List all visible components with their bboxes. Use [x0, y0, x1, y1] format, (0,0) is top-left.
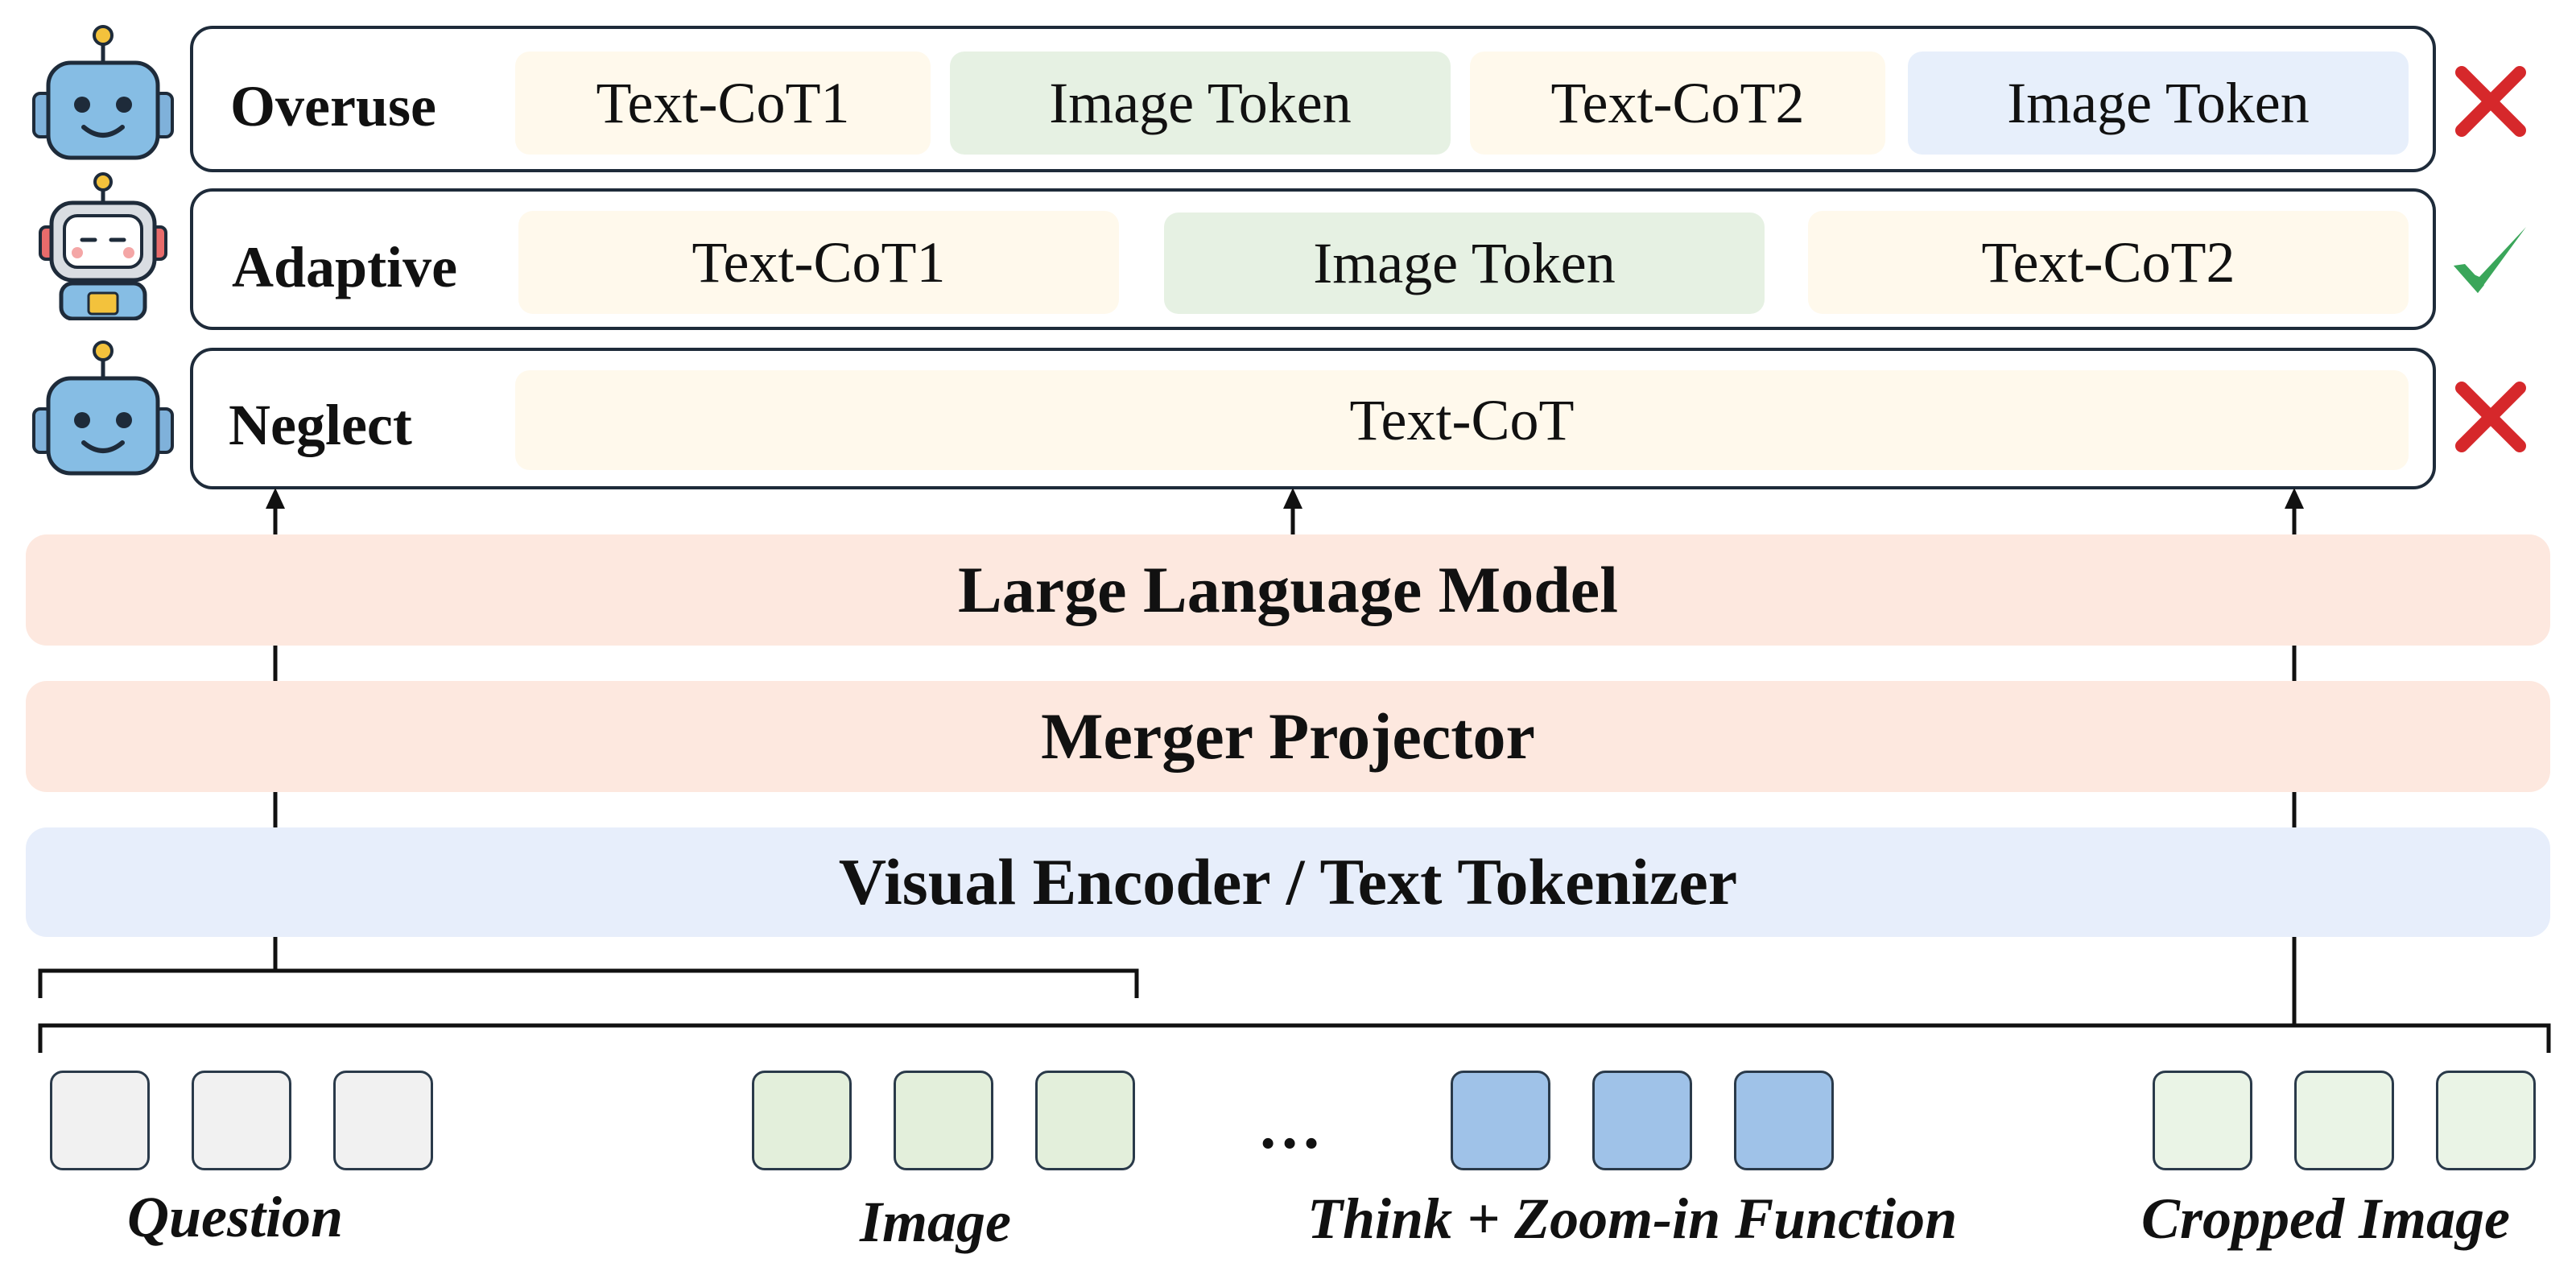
x-mark-icon	[2452, 63, 2529, 140]
x-mark-icon	[2452, 378, 2529, 456]
text-cot-segment: Text-CoT	[515, 370, 2409, 470]
think-zoom-token	[1451, 1071, 1550, 1170]
think-zoom-token	[1592, 1071, 1692, 1170]
ellipsis: …	[1257, 1091, 1328, 1162]
visual-encoder-band: Visual Encoder / Text Tokenizer	[26, 827, 2550, 937]
cropped-image-token	[2436, 1071, 2536, 1170]
row-label-adaptive: Adaptive	[232, 235, 458, 299]
image-label: Image	[860, 1190, 1011, 1254]
image-token-segment: Image Token	[1164, 212, 1765, 314]
cropped-image-token	[2153, 1071, 2252, 1170]
row-label-neglect: Neglect	[229, 393, 412, 457]
image-token	[1035, 1071, 1135, 1170]
question-token	[192, 1071, 291, 1170]
question-label: Question	[127, 1185, 344, 1249]
think-zoom-label: Think + Zoom-in Function	[1307, 1186, 1958, 1251]
robot-icon	[32, 25, 174, 160]
robot-icon	[32, 340, 174, 476]
robot-adaptive-icon	[39, 172, 167, 320]
image-token-segment: Image Token	[950, 52, 1451, 155]
question-token	[333, 1071, 433, 1170]
merger-projector-band: Merger Projector	[26, 681, 2550, 792]
question-token	[50, 1071, 150, 1170]
text-cot-segment: Text-CoT2	[1808, 211, 2409, 314]
cropped-image-token	[2294, 1071, 2394, 1170]
check-mark-icon	[2447, 221, 2531, 301]
image-token	[752, 1071, 852, 1170]
large-language-model-band: Large Language Model	[26, 534, 2550, 646]
text-cot-segment: Text-CoT2	[1470, 52, 1885, 155]
image-token-segment: Image Token	[1908, 52, 2409, 155]
think-zoom-token	[1734, 1071, 1834, 1170]
text-cot-segment: Text-CoT1	[515, 52, 931, 155]
cropped-image-label: Cropped Image	[2141, 1186, 2510, 1251]
text-cot-segment: Text-CoT1	[518, 211, 1119, 314]
row-label-overuse: Overuse	[230, 74, 436, 138]
image-token	[894, 1071, 993, 1170]
